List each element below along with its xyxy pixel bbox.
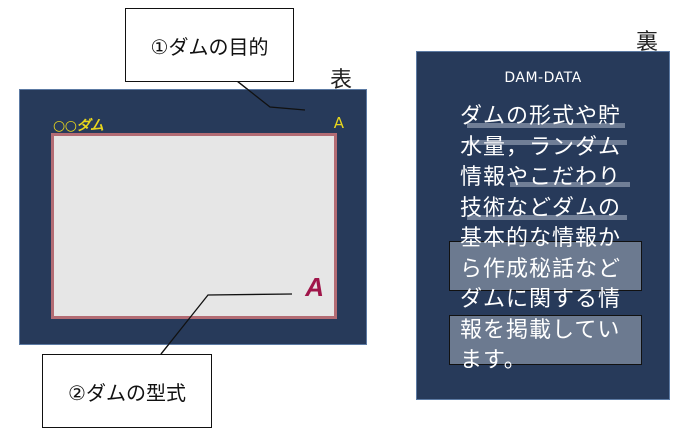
dam-name-title: ○○ダム [53, 115, 104, 135]
description-line: 情報やこだわり [460, 165, 622, 190]
callout-type: ②ダムの型式 [42, 354, 212, 428]
back-side-label: 裏 [636, 30, 659, 55]
description-line: 基本的な情報か [460, 226, 622, 251]
description-line: ダムの形式や貯 [460, 104, 622, 129]
highlight-box [449, 315, 642, 365]
purpose-mark: A [333, 114, 344, 132]
highlight-box [449, 241, 642, 291]
description-line: ます。 [460, 348, 527, 373]
front-card: ○○ダム A A [19, 89, 367, 345]
highlight-bar [467, 140, 627, 145]
dam-photo-area: A [51, 133, 337, 319]
front-side-label: 表 [330, 68, 353, 93]
dam-name-placeholder: ○○ [53, 118, 77, 134]
dam-name-label: ダム [76, 118, 104, 134]
description-line: 水量，ランダム [460, 134, 622, 160]
highlight-bar [467, 215, 627, 220]
description-line: ダムに関する情 [460, 287, 622, 312]
back-card-title: DAM-DATA [504, 70, 582, 86]
description-line: 技術などダムの [460, 195, 622, 221]
back-card-description: ダムの形式や貯 水量，ランダム 情報やこだわり 技術などダムの 基本的な情報か … [460, 102, 640, 377]
back-card: DAM-DATA ダムの形式や貯 水量，ランダム 情報やこだわり 技術などダムの… [416, 51, 670, 400]
description-line: ら作成秘話など [460, 256, 622, 282]
description-line: 報を掲載してい [460, 317, 621, 343]
highlight-bar [510, 182, 630, 187]
highlight-bar [467, 123, 625, 128]
type-mark: A [305, 272, 324, 302]
callout-purpose: ①ダムの目的 [125, 8, 294, 82]
